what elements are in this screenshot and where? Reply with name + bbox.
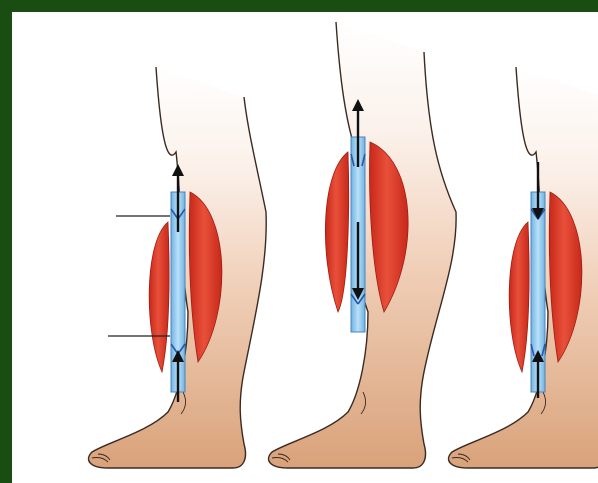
muscle-left-icon (149, 222, 169, 372)
muscle-left-icon (509, 222, 529, 372)
muscle-left-icon (325, 152, 348, 312)
leg-panel-relaxed (449, 67, 598, 468)
figure-canvas (12, 12, 598, 483)
calf-muscle-pump-diagram (12, 12, 598, 483)
leg-panel-resting (89, 67, 267, 468)
leg-panel-contracted (269, 22, 457, 468)
